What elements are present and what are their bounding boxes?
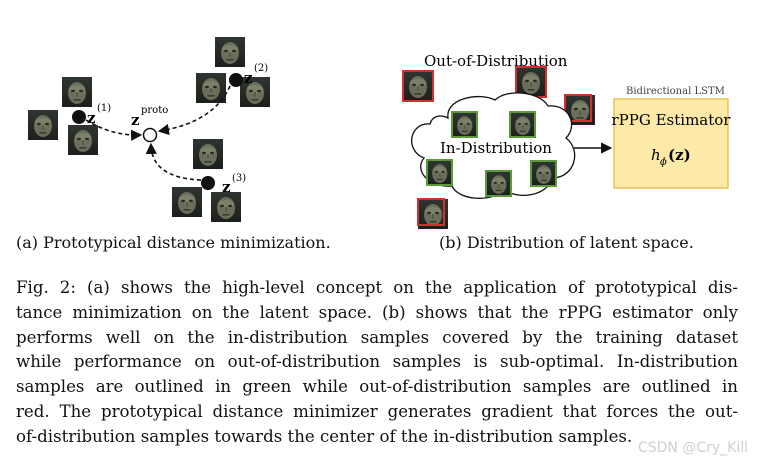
watermark: CSDN @Cry_Kill <box>637 440 748 456</box>
panel-a: z (1) z (2) z (3) z proto <box>28 37 270 222</box>
caption-a: (a) Prototypical distance minimization. <box>16 233 331 252</box>
id-label: In-Distribution <box>440 139 552 157</box>
ood-sample <box>417 198 448 229</box>
face-thumbnail <box>193 139 223 169</box>
caption-line: performs well on the in-distribution sam… <box>16 327 738 347</box>
label-zproto: z <box>131 111 140 129</box>
label-z3: z <box>222 178 231 196</box>
id-sample <box>485 170 512 197</box>
label-z1: z <box>87 109 96 127</box>
id-sample <box>451 111 478 138</box>
face-thumbnail <box>215 37 245 67</box>
arrow-z3-to-proto <box>145 142 202 181</box>
label-z3-sup: (3) <box>232 173 246 184</box>
caption-line: samples are outlined in green while out-… <box>16 377 738 397</box>
label-z2: z <box>244 69 253 87</box>
face-thumbnail <box>62 77 92 107</box>
face-thumbnail <box>68 125 98 155</box>
face-thumbnail <box>172 187 202 217</box>
label-zproto-sup: proto <box>141 105 168 116</box>
sample-dot-z1 <box>72 110 86 124</box>
sample-dot-z3 <box>201 176 215 190</box>
id-sample <box>530 160 557 187</box>
panel-b: Out-of-Distribution <box>402 52 732 229</box>
rppg-estimator-box <box>613 98 729 189</box>
estimator-sub: ϕ <box>660 157 667 168</box>
sample-dot-z2 <box>229 73 243 87</box>
arrow-z1-to-proto <box>85 119 143 141</box>
arrow-z2-to-proto <box>157 85 231 136</box>
figure-caption: Fig. 2: (a) shows the high-level concept… <box>16 276 738 450</box>
estimator-func: h <box>651 146 661 164</box>
caption-line: while performance on out-of-distribution… <box>16 352 738 372</box>
ood-sample <box>402 70 434 102</box>
caption-line: tance minimization on the latent space. … <box>16 302 738 322</box>
face-thumbnail <box>28 110 58 140</box>
estimator-arg: (z) <box>668 146 691 164</box>
ood-label: Out-of-Distribution <box>424 52 568 70</box>
label-z2-sup: (2) <box>254 63 268 74</box>
prototype-point <box>142 127 158 143</box>
figure-diagram: z (1) z (2) z (3) z proto Out-of-Distrib… <box>28 37 732 229</box>
caption-b: (b) Distribution of latent space. <box>439 233 694 252</box>
face-thumbnail <box>211 192 241 222</box>
caption-line: of-distribution samples towards the cent… <box>16 426 633 446</box>
label-z1-sup: (1) <box>97 103 111 114</box>
caption-line: red. The prototypical distance minimizer… <box>16 401 738 421</box>
id-sample <box>426 159 453 186</box>
face-thumbnail <box>196 73 226 103</box>
lstm-label: Bidirectional LSTM <box>626 86 725 97</box>
ood-sample <box>564 94 595 125</box>
caption-line: Fig. 2: (a) shows the high-level concept… <box>16 278 738 297</box>
estimator-title: rPPG Estimator <box>612 111 732 129</box>
id-sample <box>509 111 536 138</box>
